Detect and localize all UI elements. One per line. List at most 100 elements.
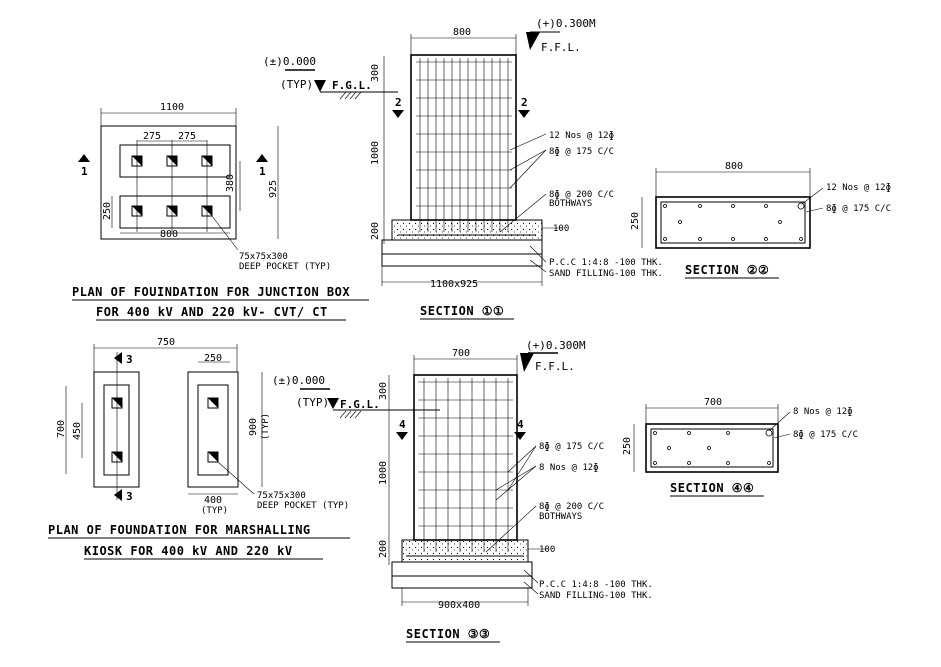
section-2-2: 800 250 12 Nos @ 12ɸ 8ɸ @ 175 C/C SECTIO…	[630, 161, 891, 279]
s11-note-sand: SAND FILLING-100 THK.	[549, 269, 663, 279]
s22-dim-width: 800	[725, 161, 743, 172]
s11-note-ties: 8ɸ @ 175 C/C	[549, 147, 614, 157]
mk-dim-900: 900	[248, 418, 259, 436]
s22-title: SECTION ②②	[685, 263, 769, 277]
jb-section-arrow-left	[78, 154, 90, 162]
s11-sand	[381, 253, 543, 267]
s11-section-mark-right: 2	[521, 96, 528, 109]
mk-pocket-label-2: DEEP POCKET (TYP)	[257, 501, 349, 511]
s33-ffl-label: F.F.L.	[535, 360, 575, 373]
mk-dim-900-typ: (TYP)	[261, 413, 271, 440]
plan-junction-box: 1100 275 275 800 925 380 250 1 1 75x75x3…	[72, 102, 369, 321]
s33-note-bothways: BOTHWAYS	[539, 512, 582, 522]
s33-dim-300: 300	[378, 382, 389, 400]
mk-dim-450: 450	[72, 422, 83, 440]
s33-fgl-value: (±)0.000	[272, 374, 325, 387]
s44-note-ties: 8ɸ @ 175 C/C	[793, 430, 858, 440]
mk-dim-400-typ: (TYP)	[201, 506, 228, 516]
s33-dim-200: 200	[378, 540, 389, 558]
s22-note-bars: 12 Nos @ 12ɸ	[826, 183, 891, 193]
s44-note-bars: 8 Nos @ 12ɸ	[793, 407, 853, 417]
jb-pocket-label-1: 75x75x300	[239, 252, 288, 262]
s33-fgl-typ: (TYP)	[296, 396, 329, 409]
s11-dim-1000: 1000	[370, 141, 381, 165]
section-4-4: 700 250 8 Nos @ 12ɸ 8ɸ @ 175 C/C SECTION…	[622, 397, 858, 497]
s33-note-ties: 8ɸ @ 175 C/C	[539, 442, 604, 452]
jb-pocket-label-2: DEEP POCKET (TYP)	[239, 262, 331, 272]
s11-ffl-label: F.F.L.	[541, 41, 581, 54]
s33-dim-top: 700	[452, 348, 470, 359]
jb-section-mark-right: 1	[259, 165, 266, 178]
s33-note-mesh: 8ɸ @ 200 C/C	[539, 502, 604, 512]
s11-note-bars: 12 Nos @ 12ɸ	[549, 131, 614, 141]
jb-dim-800: 800	[160, 229, 178, 240]
s33-section-mark-right: 4	[517, 418, 524, 431]
mk-footing-right	[187, 371, 239, 488]
jb-dim-380: 380	[225, 174, 236, 192]
s11-fgl-typ: (TYP)	[280, 78, 313, 91]
s33-section-mark-left: 4	[399, 418, 406, 431]
s33-note-pcc: P.C.C 1:4:8 -100 THK.	[539, 580, 653, 590]
s11-dim-300: 300	[370, 64, 381, 82]
s33-rebar-grid	[418, 378, 513, 552]
section-1-1: (+)0.300M F.F.L. (±)0.000 (TYP) F.G.L. 8…	[263, 17, 663, 320]
jb-dim-275b: 275	[178, 131, 196, 142]
s33-sand	[391, 575, 533, 589]
mk-footing-left	[93, 371, 140, 488]
mk-section-mark-top: 3	[126, 353, 133, 366]
s44-outline	[645, 423, 779, 473]
mk-title-line1: PLAN OF FOUNDATION FOR MARSHALLING	[48, 523, 311, 537]
s33-note-sand: SAND FILLING-100 THK.	[539, 591, 653, 601]
s11-section-mark-left: 2	[395, 96, 402, 109]
s44-dim-width: 700	[704, 397, 722, 408]
s11-rebar-grid	[416, 58, 512, 232]
s44-dim-height: 250	[622, 437, 633, 455]
s11-dim-100: 100	[553, 224, 569, 234]
jb-title-line2: FOR 400 kV AND 220 kV- CVT/ CT	[96, 305, 328, 319]
jb-pedestal-bottom	[119, 195, 231, 229]
s22-bars	[663, 202, 805, 241]
s11-pcc	[381, 239, 543, 255]
s11-fgl-value: (±)0.000	[263, 55, 316, 68]
s22-outline	[655, 196, 811, 249]
jb-dim-275a: 275	[143, 131, 161, 142]
s22-dim-height: 250	[630, 212, 641, 230]
plan-marshalling-kiosk: 750 250 700 450 900 (TYP) 400 (TYP) 3 3 …	[48, 337, 350, 560]
jb-pedestal-top	[119, 144, 231, 178]
s11-dim-top: 800	[453, 27, 471, 38]
s11-note-bothways: BOTHWAYS	[549, 199, 592, 209]
mk-dim-250: 250	[204, 353, 222, 364]
jb-outer-outline	[100, 125, 237, 240]
s33-dim-100: 100	[539, 545, 555, 555]
s11-dim-base: 1100x925	[430, 279, 478, 290]
jb-dim-925: 925	[268, 180, 279, 198]
s44-bars	[653, 429, 773, 465]
mk-pockets	[111, 397, 219, 463]
mk-dim-400: 400	[204, 495, 222, 506]
jb-title-line1: PLAN OF FOUINDATION FOR JUNCTION BOX	[72, 285, 350, 299]
s11-dim-200: 200	[370, 222, 381, 240]
s33-ffl-value: (+)0.300M	[526, 339, 586, 352]
jb-dim-1100: 1100	[160, 102, 184, 113]
mk-pocket-label-1: 75x75x300	[257, 491, 306, 501]
s33-fgl-label: F.G.L.	[340, 398, 380, 411]
s33-title: SECTION ③③	[406, 627, 490, 641]
section-3-3: (+)0.300M F.F.L. (±)0.000 (TYP) F.G.L. 7…	[272, 339, 653, 643]
s44-title: SECTION ④④	[670, 481, 754, 495]
jb-section-arrow-right	[256, 154, 268, 162]
mk-section-mark-bottom: 3	[126, 490, 133, 503]
mk-dim-750: 750	[157, 337, 175, 348]
jb-dim-250: 250	[102, 202, 113, 220]
s22-note-ties: 8ɸ @ 175 C/C	[826, 204, 891, 214]
s33-pcc	[391, 561, 533, 577]
mk-dim-700: 700	[56, 420, 67, 438]
s33-note-bars: 8 Nos @ 12ɸ	[539, 463, 599, 473]
s33-dim-1000: 1000	[378, 461, 389, 485]
jb-section-mark-left: 1	[81, 165, 88, 178]
mk-title-line2: KIOSK FOR 400 kV AND 220 kV	[84, 544, 293, 558]
s33-dim-base: 900x400	[438, 600, 480, 611]
s11-note-pcc: P.C.C 1:4:8 -100 THK.	[549, 258, 663, 268]
s11-title: SECTION ①①	[420, 304, 504, 318]
